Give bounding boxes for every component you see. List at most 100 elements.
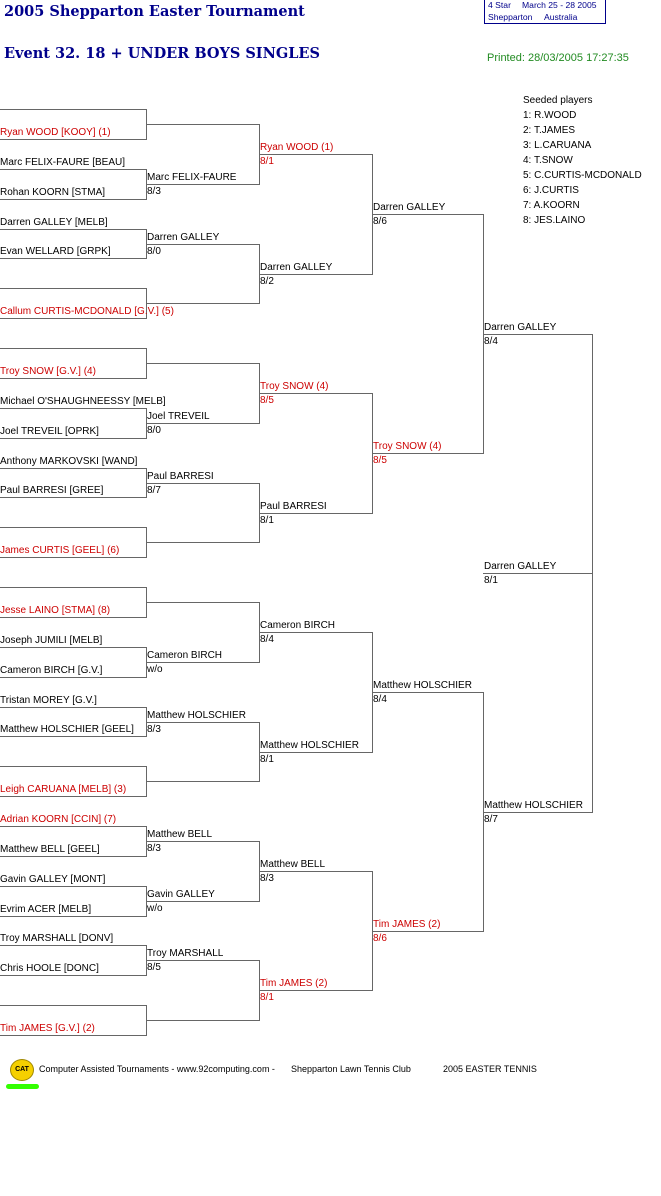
seed-item: 5: C.CURTIS-MCDONALD [523, 170, 642, 181]
bracket-line [483, 812, 593, 813]
bracket-line [259, 274, 373, 275]
bracket-line [0, 886, 147, 887]
bracket-line [0, 1005, 147, 1006]
tournament-title: 2005 Shepparton Easter Tournament [4, 3, 305, 20]
match-score: 8/5 [260, 395, 274, 406]
event-title: Event 32. 18 + UNDER BOYS SINGLES [4, 45, 320, 62]
player-name: Cameron BIRCH [260, 620, 336, 631]
bracket-line [259, 990, 373, 991]
player-name: Evan WELLARD [GRPK] [0, 246, 111, 257]
player-name: Tim JAMES (2) [373, 919, 441, 930]
player-name: Leigh CARUANA [MELB] (3) [0, 784, 127, 795]
bracket-line [146, 602, 260, 603]
player-name: Troy SNOW (4) [373, 441, 442, 452]
player-name: Anthony MARKOVSKI [WAND] [0, 456, 138, 467]
match-score: 8/4 [484, 336, 498, 347]
bracket-line [146, 542, 260, 543]
player-name: Matthew BELL [GEEL] [0, 844, 100, 855]
player-name: Marc FELIX-FAURE [BEAU] [0, 157, 126, 168]
final-score: 8/1 [484, 575, 498, 586]
match-score: 8/7 [484, 814, 498, 825]
player-name: Tristan MOREY [G.V.] [0, 695, 97, 706]
seed-item: 7: A.KOORN [523, 200, 580, 211]
bracket-line [146, 901, 260, 902]
player-name: Darren GALLEY [373, 202, 446, 213]
player-name: Troy SNOW [G.V.] (4) [0, 366, 96, 377]
match-score: 8/6 [373, 933, 387, 944]
bracket-line [0, 945, 147, 946]
bracket-line [146, 662, 260, 663]
player-name: Michael O'SHAUGHNEESSY [MELB] [0, 396, 166, 407]
player-name: Matthew HOLSCHIER [GEEL] [0, 724, 134, 735]
bracket-line [0, 258, 147, 259]
bracket-line [0, 975, 147, 976]
player-name: Tim JAMES (2) [260, 978, 328, 989]
bracket-line [0, 826, 147, 827]
match-score: 8/0 [147, 425, 161, 436]
seeded-players-heading: Seeded players [523, 95, 593, 106]
seed-item: 8: JES.LAINO [523, 215, 586, 226]
player-name: Matthew HOLSCHIER [147, 710, 246, 721]
bracket-line [0, 139, 147, 140]
seed-item: 2: T.JAMES [523, 125, 576, 136]
bracket-line [0, 796, 147, 797]
info-rank: 4 Star [488, 0, 511, 10]
player-name: Cameron BIRCH [147, 650, 223, 661]
bracket-line [146, 184, 260, 185]
bracket-line [0, 647, 147, 648]
footer-credit: Computer Assisted Tournaments - www.92co… [39, 1064, 275, 1074]
bracket-line [0, 378, 147, 379]
info-dates: March 25 - 28 2005 [522, 0, 597, 10]
champion-name: Darren GALLEY [484, 561, 557, 572]
match-score: 8/1 [260, 515, 274, 526]
player-name: Evrim ACER [MELB] [0, 904, 92, 915]
bracket-line [0, 557, 147, 558]
bracket-line [0, 1035, 147, 1036]
bracket-line [146, 363, 260, 364]
bracket-line [0, 856, 147, 857]
bracket-line [0, 318, 147, 319]
match-score: 8/6 [373, 216, 387, 227]
bracket-line [259, 752, 373, 753]
bracket-line [146, 124, 260, 125]
player-name: Darren GALLEY [147, 232, 220, 243]
bracket-line [0, 438, 147, 439]
printed-timestamp: Printed: 28/03/2005 17:27:35 [487, 52, 629, 64]
match-score: 8/3 [147, 843, 161, 854]
match-score: 8/4 [373, 694, 387, 705]
bracket-line [0, 229, 147, 230]
bracket-line [146, 841, 260, 842]
bracket-line [0, 766, 147, 767]
bracket-line [259, 154, 373, 155]
player-name: Joel TREVEIL [OPRK] [0, 426, 99, 437]
match-score: 8/3 [147, 186, 161, 197]
match-score: 8/5 [147, 962, 161, 973]
player-name: Matthew HOLSCHIER [484, 800, 583, 811]
bracket-line [0, 199, 147, 200]
player-name: Jesse LAINO [STMA] (8) [0, 605, 111, 616]
player-name: Marc FELIX-FAURE [147, 172, 237, 183]
bracket-line [0, 916, 147, 917]
player-name: Gavin GALLEY [147, 889, 215, 900]
bracket-line [0, 288, 147, 289]
player-name: Ryan WOOD [KOOY] (1) [0, 127, 111, 138]
footer-club: Shepparton Lawn Tennis Club [291, 1064, 411, 1074]
player-name: Matthew BELL [147, 829, 213, 840]
bracket-line [0, 109, 147, 110]
player-name: Joseph JUMILI [MELB] [0, 635, 103, 646]
bracket-line [146, 781, 260, 782]
player-name: Tim JAMES [G.V.] (2) [0, 1023, 95, 1034]
cat-logo: CAT [10, 1059, 34, 1081]
player-name: Gavin GALLEY [MONT] [0, 874, 106, 885]
bracket-line [372, 692, 484, 693]
logo-underline [6, 1084, 39, 1089]
player-name: Cameron BIRCH [G.V.] [0, 665, 103, 676]
bracket-line [259, 513, 373, 514]
bracket-line [259, 871, 373, 872]
bracket-line [372, 931, 484, 932]
bracket-line [0, 497, 147, 498]
player-name: Paul BARRESI [260, 501, 327, 512]
bracket-line [146, 722, 260, 723]
bracket-line [0, 587, 147, 588]
match-score: 8/0 [147, 246, 161, 257]
